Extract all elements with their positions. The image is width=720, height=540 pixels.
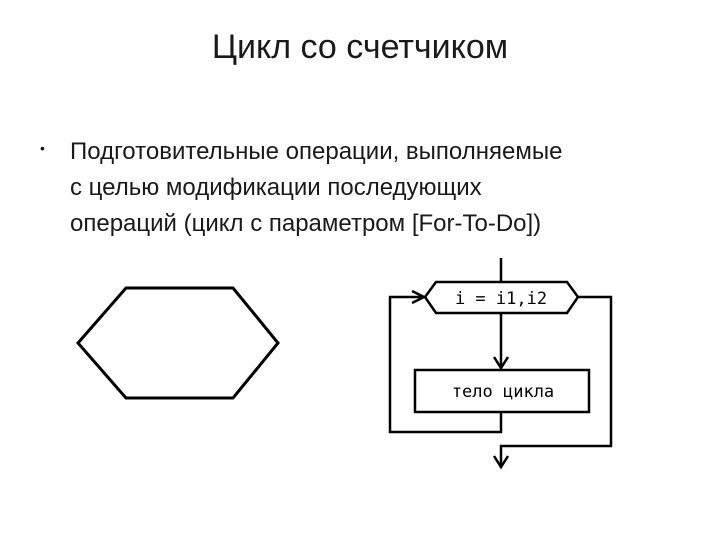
loop-exit-line bbox=[499, 295, 613, 466]
preparation-hexagon-shape bbox=[76, 286, 280, 400]
bullet-text: Подготовительные операции, выполняемые с… bbox=[70, 134, 690, 242]
bullet-line-3: операций (цикл с параметром [For-To-Do]) bbox=[70, 210, 542, 237]
bullet-line-1: Подготовительные операции, выполняемые bbox=[70, 138, 563, 165]
bullet-dot-icon: • bbox=[40, 140, 45, 156]
loop-return-line bbox=[388, 295, 503, 434]
loop-body-label: тело цикла bbox=[452, 382, 554, 402]
bullet-line-2: с целью модификации последующих bbox=[70, 174, 482, 201]
loop-return-arrowhead bbox=[411, 289, 427, 305]
slide-title: Цикл со счетчиком bbox=[211, 28, 509, 66]
header-to-body-arrowhead bbox=[492, 356, 510, 371]
loop-header-label: i = i1,i2 bbox=[455, 289, 547, 309]
loop-exit-arrowhead bbox=[492, 455, 510, 470]
bullet-item: • Подготовительные операции, выполняемые… bbox=[40, 134, 690, 242]
